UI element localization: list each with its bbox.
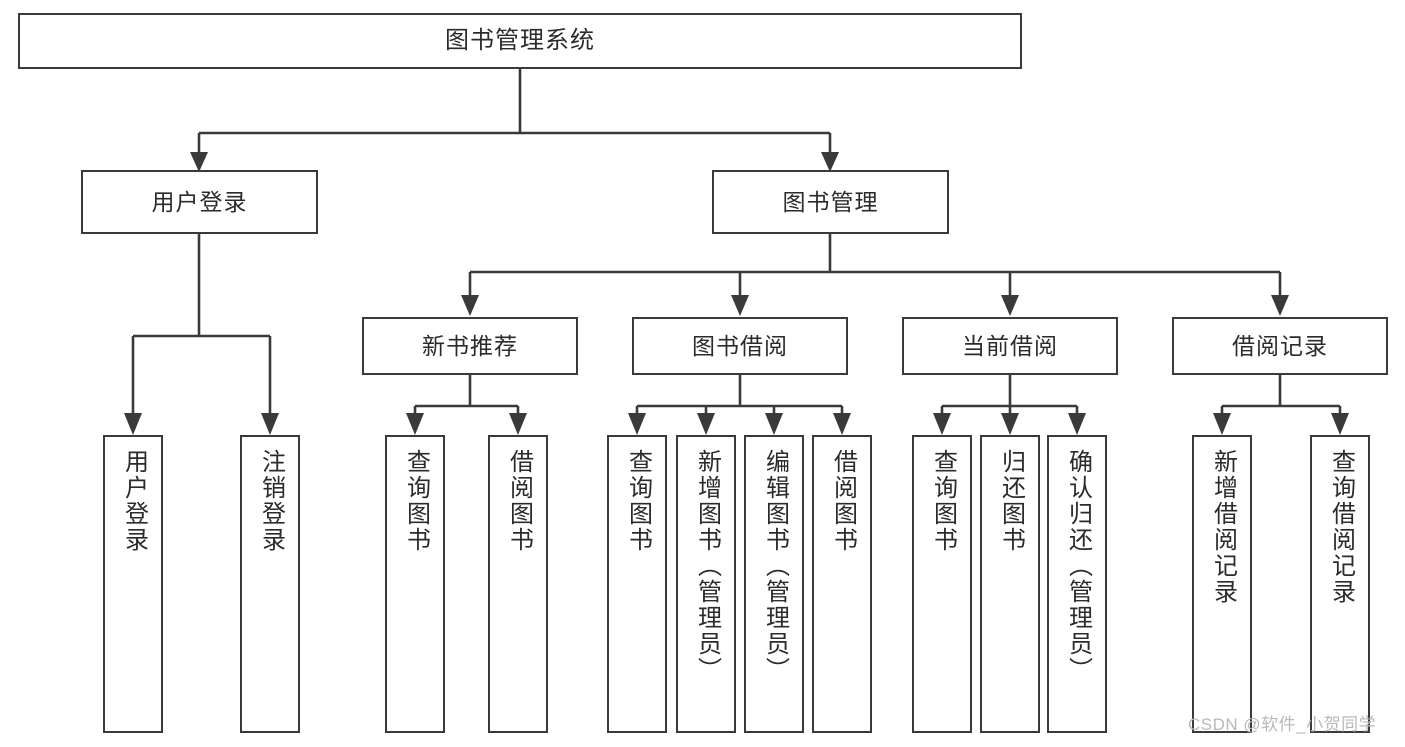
leaf-current-borrow-confirm[interactable]: 确认归还（管理员） <box>1047 435 1107 733</box>
leaf-book-borrow-query-label: 查询图书 <box>624 449 652 553</box>
watermark-text: CSDN @软件_小贺同学 <box>1188 715 1377 734</box>
leaf-new-book-query[interactable]: 查询图书 <box>385 435 445 733</box>
node-root[interactable]: 图书管理系统 <box>18 13 1022 69</box>
leaf-new-book-borrow[interactable]: 借阅图书 <box>488 435 548 733</box>
leaf-user-login-login-label: 用户登录 <box>120 449 148 553</box>
leaf-user-login-login[interactable]: 用户登录 <box>103 435 163 733</box>
leaf-current-borrow-query[interactable]: 查询图书 <box>912 435 972 733</box>
node-new-book-recommend-label: 新书推荐 <box>422 332 518 359</box>
leaf-user-login-logout[interactable]: 注销登录 <box>240 435 300 733</box>
leaf-current-borrow-return[interactable]: 归还图书 <box>980 435 1040 733</box>
leaf-current-borrow-return-label: 归还图书 <box>997 449 1025 553</box>
node-new-book-recommend[interactable]: 新书推荐 <box>362 317 578 375</box>
leaf-book-borrow-edit[interactable]: 编辑图书（管理员） <box>744 435 804 733</box>
leaf-book-borrow-edit-label: 编辑图书（管理员） <box>761 449 789 683</box>
node-book-management[interactable]: 图书管理 <box>712 170 949 234</box>
leaf-borrow-record-query[interactable]: 查询借阅记录 <box>1310 435 1370 733</box>
leaf-book-borrow-add-label: 新增图书（管理员） <box>693 449 721 683</box>
node-user-login[interactable]: 用户登录 <box>81 170 318 234</box>
leaf-user-login-logout-label: 注销登录 <box>257 449 285 553</box>
node-borrow-record[interactable]: 借阅记录 <box>1172 317 1388 375</box>
leaf-current-borrow-confirm-label: 确认归还（管理员） <box>1064 449 1092 683</box>
node-current-borrow[interactable]: 当前借阅 <box>902 317 1118 375</box>
leaf-book-borrow-borrow[interactable]: 借阅图书 <box>812 435 872 733</box>
leaf-book-borrow-query[interactable]: 查询图书 <box>607 435 667 733</box>
leaf-book-borrow-borrow-label: 借阅图书 <box>829 449 857 553</box>
node-current-borrow-label: 当前借阅 <box>962 332 1058 359</box>
node-book-borrow[interactable]: 图书借阅 <box>632 317 848 375</box>
leaf-book-borrow-add[interactable]: 新增图书（管理员） <box>676 435 736 733</box>
leaf-borrow-record-query-label: 查询借阅记录 <box>1327 449 1355 605</box>
leaf-current-borrow-query-label: 查询图书 <box>929 449 957 553</box>
node-root-label: 图书管理系统 <box>445 27 595 54</box>
leaf-new-book-borrow-label: 借阅图书 <box>505 449 533 553</box>
node-borrow-record-label: 借阅记录 <box>1232 332 1328 359</box>
leaf-borrow-record-add[interactable]: 新增借阅记录 <box>1192 435 1252 733</box>
leaf-new-book-query-label: 查询图书 <box>402 449 430 553</box>
node-book-management-label: 图书管理 <box>782 188 879 215</box>
node-book-borrow-label: 图书借阅 <box>692 332 788 359</box>
node-user-login-label: 用户登录 <box>151 188 248 215</box>
leaf-borrow-record-add-label: 新增借阅记录 <box>1209 449 1237 605</box>
